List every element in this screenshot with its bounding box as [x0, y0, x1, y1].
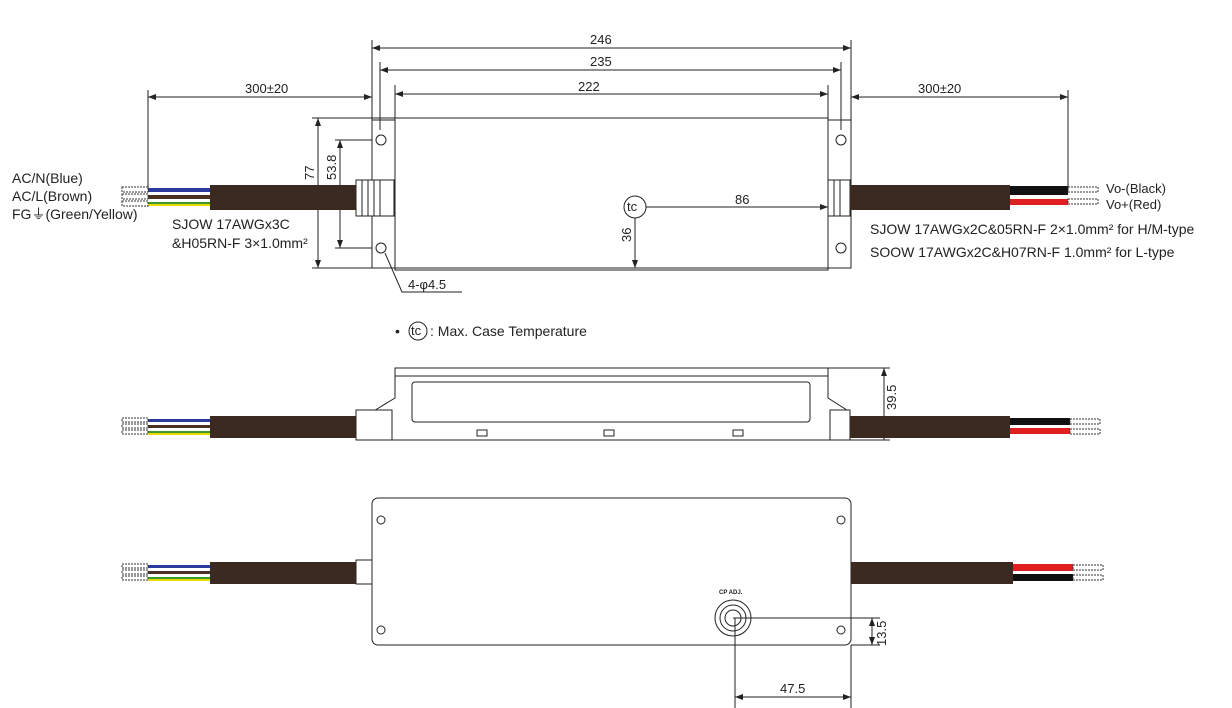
- dim-mount-holes: 4-φ4.5: [408, 277, 446, 292]
- input-label-fg: FG⏚(Green/Yellow): [12, 206, 138, 222]
- dim-13-5: 13.5: [874, 621, 889, 646]
- dim-39-5: 39.5: [884, 385, 899, 410]
- adjust-label: CP ADJ.: [719, 590, 743, 596]
- dim-output-cable: 300±20: [918, 81, 961, 96]
- legend: • tc : Max. Case Temperature: [395, 321, 587, 341]
- output-cable-spec-1: SJOW 17AWGx2C&05RN-F 2×1.0mm² for H/M-ty…: [870, 221, 1194, 237]
- dim-86: 86: [735, 192, 749, 207]
- dim-input-cable: 300±20: [245, 81, 288, 96]
- side-view: 39.5: [121, 367, 1101, 441]
- input-cable-spec-2: &H05RN-F 3×1.0mm²: [172, 235, 308, 251]
- dim-235: 235: [590, 54, 612, 69]
- output-label-neg: Vo-(Black): [1106, 181, 1166, 196]
- input-label-l: AC/L(Brown): [12, 188, 92, 204]
- input-cable-spec-1: SJOW 17AWGx3C: [172, 216, 290, 232]
- output-cable-spec-2: SOOW 17AWGx2C&H07RN-F 1.0mm² for L-type: [870, 244, 1175, 260]
- svg-text:•: •: [395, 323, 400, 339]
- dim-222: 222: [578, 79, 600, 94]
- dim-246: 246: [590, 32, 612, 47]
- legend-text: : Max. Case Temperature: [430, 323, 587, 339]
- top-view: 246 235 222 300±20 300±20 77 53.8 tc 86 …: [12, 32, 1194, 293]
- dim-53-8: 53.8: [324, 155, 339, 180]
- bottom-view: CP ADJ. 13.5 47.5: [121, 497, 1104, 708]
- svg-text:tc: tc: [411, 323, 422, 338]
- dim-47-5: 47.5: [780, 681, 805, 696]
- dim-77: 77: [302, 166, 317, 180]
- dim-36: 36: [619, 228, 634, 242]
- input-label-n: AC/N(Blue): [12, 170, 83, 186]
- output-label-pos: Vo+(Red): [1106, 197, 1161, 212]
- svg-text:tc: tc: [627, 199, 638, 214]
